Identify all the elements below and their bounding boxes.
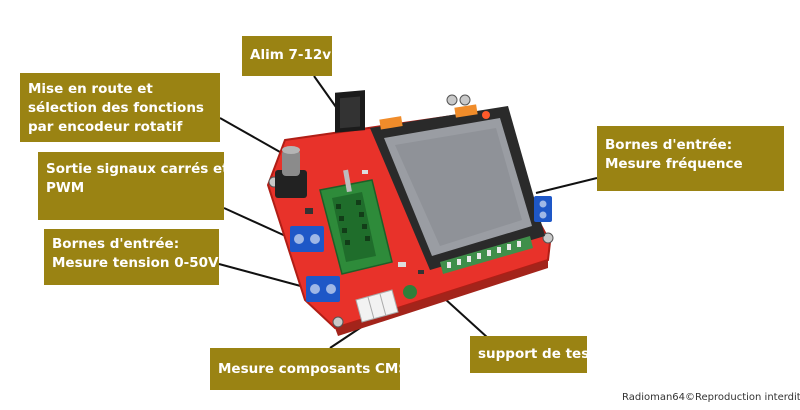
callout-rotary-encoder: Mise en route et sélection des fonctions… bbox=[20, 73, 220, 142]
leader-bornes-tension bbox=[218, 263, 309, 289]
callout-rotary-encoder-line1: Mise en route et bbox=[28, 81, 153, 97]
terminal-block-voltage bbox=[306, 276, 340, 302]
callout-power-supply-text: Alim 7-12v bbox=[250, 47, 332, 63]
leader-sortie bbox=[223, 207, 291, 239]
leader-mise bbox=[219, 117, 281, 153]
watermark: Radioman64©Reproduction interdite bbox=[622, 392, 800, 403]
terminal-block-signal bbox=[290, 226, 324, 252]
zif-test-socket bbox=[319, 169, 393, 275]
callout-voltage-input-line1: Bornes d'entrée: bbox=[52, 236, 180, 252]
callout-smd-measurement: Mesure composants CMS bbox=[210, 348, 409, 390]
mounting-screws bbox=[268, 94, 554, 328]
pcb-edge bbox=[335, 260, 548, 336]
rotary-encoder bbox=[275, 146, 307, 198]
callout-test-socket: support de test bbox=[470, 336, 596, 373]
small-components bbox=[305, 170, 424, 299]
lcd-module bbox=[370, 104, 545, 274]
smd-test-pads bbox=[355, 289, 399, 323]
callout-square-wave-line1: Sortie signaux carrés et bbox=[46, 161, 229, 177]
callout-power-supply: Alim 7-12v bbox=[242, 36, 332, 76]
callout-voltage-input-line2: Mesure tension 0-50V bbox=[52, 255, 219, 271]
callout-frequency-input-line1: Bornes d'entrée: bbox=[605, 137, 733, 153]
terminal-block-frequency bbox=[534, 196, 552, 222]
callout-frequency-input: Bornes d'entrée: Mesure fréquence bbox=[597, 126, 784, 191]
leader-bornes-freq bbox=[535, 177, 598, 194]
callout-rotary-encoder-line2: sélection des fonctions bbox=[28, 100, 204, 116]
callout-voltage-input: Bornes d'entrée: Mesure tension 0-50V bbox=[44, 229, 219, 285]
callout-smd-measurement-text: Mesure composants CMS bbox=[218, 361, 409, 377]
callout-test-socket-text: support de test bbox=[478, 346, 596, 362]
callout-square-wave-output: Sortie signaux carrés et PWM bbox=[38, 152, 229, 220]
callout-frequency-input-line2: Mesure fréquence bbox=[605, 156, 743, 172]
power-jack bbox=[335, 90, 365, 133]
callout-square-wave-line2: PWM bbox=[46, 180, 85, 196]
callout-rotary-encoder-line3: par encodeur rotatif bbox=[28, 119, 183, 135]
